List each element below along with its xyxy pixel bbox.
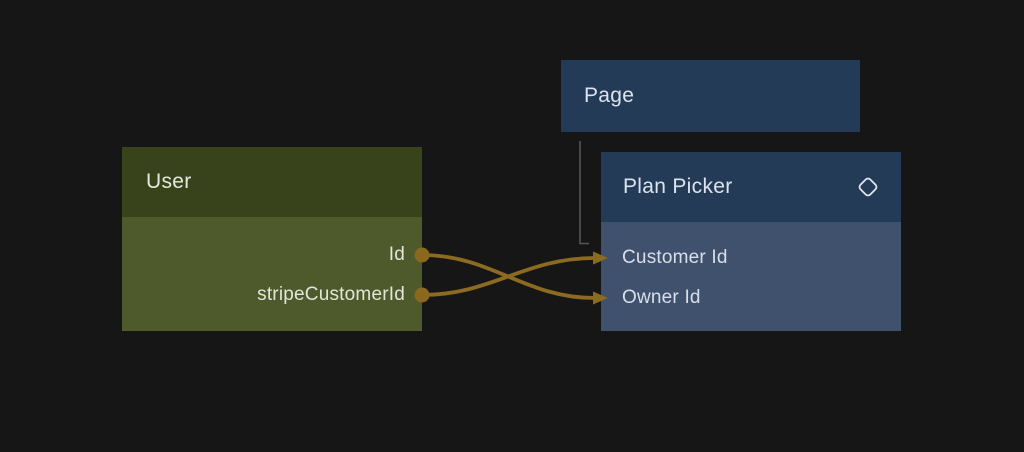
- field-plan-customer-id-label: Customer Id: [622, 247, 728, 268]
- node-plan-picker[interactable]: Plan Picker Customer Id Owner Id: [601, 152, 901, 331]
- node-plan-picker-header[interactable]: Plan Picker: [601, 152, 901, 222]
- node-user-header[interactable]: User: [122, 147, 422, 217]
- field-user-id-label: Id: [388, 244, 405, 265]
- node-plan-picker-body: Customer Id Owner Id: [601, 222, 901, 331]
- node-user-body: Id stripeCustomerId: [122, 217, 422, 331]
- field-user-stripe-customer-id[interactable]: stripeCustomerId: [122, 275, 405, 315]
- field-plan-customer-id[interactable]: Customer Id: [622, 238, 901, 278]
- field-user-id[interactable]: Id: [122, 235, 405, 275]
- node-page-title: Page: [584, 84, 635, 107]
- field-plan-owner-id-label: Owner Id: [622, 287, 701, 308]
- node-page[interactable]: Page: [561, 60, 860, 132]
- field-plan-owner-id[interactable]: Owner Id: [622, 278, 901, 318]
- field-user-stripe-customer-id-label: stripeCustomerId: [257, 284, 405, 305]
- edge-page-plan-picker: [579, 141, 589, 245]
- edge-stripecustomerid-customerid[interactable]: [420, 256, 597, 297]
- diamond-icon: [856, 175, 880, 199]
- node-user-title: User: [146, 170, 192, 193]
- edge-id-ownerid[interactable]: [420, 253, 597, 300]
- node-user[interactable]: User Id stripeCustomerId: [122, 147, 422, 331]
- node-plan-picker-title: Plan Picker: [623, 175, 733, 198]
